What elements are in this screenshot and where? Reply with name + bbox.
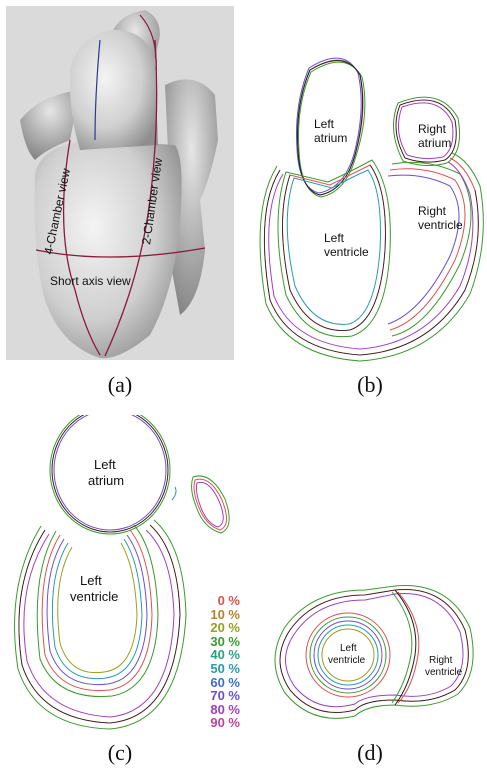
legend-entry: 20 % bbox=[196, 621, 240, 635]
heart-3d-render: 4-Chamber view 2-Chamber view Short axis… bbox=[0, 0, 240, 370]
d-label-right-ventricle-2: ventricle bbox=[425, 667, 463, 678]
legend-entry: 40 % bbox=[196, 648, 240, 662]
legend-entry: 50 % bbox=[196, 662, 240, 676]
legend-entry: 90 % bbox=[196, 716, 240, 730]
four-chamber-contours: Left atrium Right atrium Left ventricle … bbox=[250, 50, 487, 370]
c-label-left-ventricle-1: Left bbox=[80, 573, 102, 588]
label-short-axis-view: Short axis view bbox=[50, 274, 131, 288]
d-label-right-ventricle-1: Right bbox=[429, 655, 453, 666]
legend-entry: 10 % bbox=[196, 608, 240, 622]
d-label-left-ventricle-2: ventricle bbox=[328, 655, 366, 666]
caption-a: (a) bbox=[80, 372, 160, 398]
b-label-right-atrium-2: atrium bbox=[418, 136, 451, 150]
c-label-left-atrium-2: atrium bbox=[88, 473, 124, 488]
legend-entry: 70 % bbox=[196, 689, 240, 703]
b-label-left-atrium-2: atrium bbox=[314, 131, 347, 145]
legend-entry: 80 % bbox=[196, 703, 240, 717]
caption-b: (b) bbox=[330, 372, 410, 398]
b-right-ventricle-contours bbox=[388, 162, 471, 336]
b-label-left-atrium-1: Left bbox=[314, 117, 335, 131]
c-label-left-ventricle-2: ventricle bbox=[70, 589, 118, 604]
legend-entry: 0 % bbox=[196, 594, 240, 608]
phase-legend: 0 %10 %20 %30 %40 %50 %60 %70 %80 %90 % bbox=[196, 594, 240, 730]
caption-d: (d) bbox=[330, 740, 410, 766]
c-outer-epicardium-contours bbox=[15, 520, 186, 729]
caption-c: (c) bbox=[80, 740, 160, 766]
short-axis-contours: Left ventricle Right ventricle bbox=[255, 570, 487, 740]
c-small-vessel-contours bbox=[172, 476, 229, 533]
atrium-shape bbox=[70, 30, 158, 150]
b-label-left-ventricle-1: Left bbox=[324, 231, 345, 245]
legend-entry: 60 % bbox=[196, 676, 240, 690]
b-label-right-ventricle-1: Right bbox=[418, 204, 447, 218]
b-label-right-ventricle-2: ventricle bbox=[418, 218, 463, 232]
c-left-ventricle-contours bbox=[37, 525, 158, 697]
legend-entry: 30 % bbox=[196, 635, 240, 649]
c-label-left-atrium-1: Left bbox=[94, 457, 116, 472]
b-label-right-atrium-1: Right bbox=[418, 122, 447, 136]
b-label-left-ventricle-2: ventricle bbox=[324, 245, 369, 259]
d-label-left-ventricle-1: Left bbox=[340, 643, 357, 654]
d-septum-contours bbox=[392, 590, 419, 705]
